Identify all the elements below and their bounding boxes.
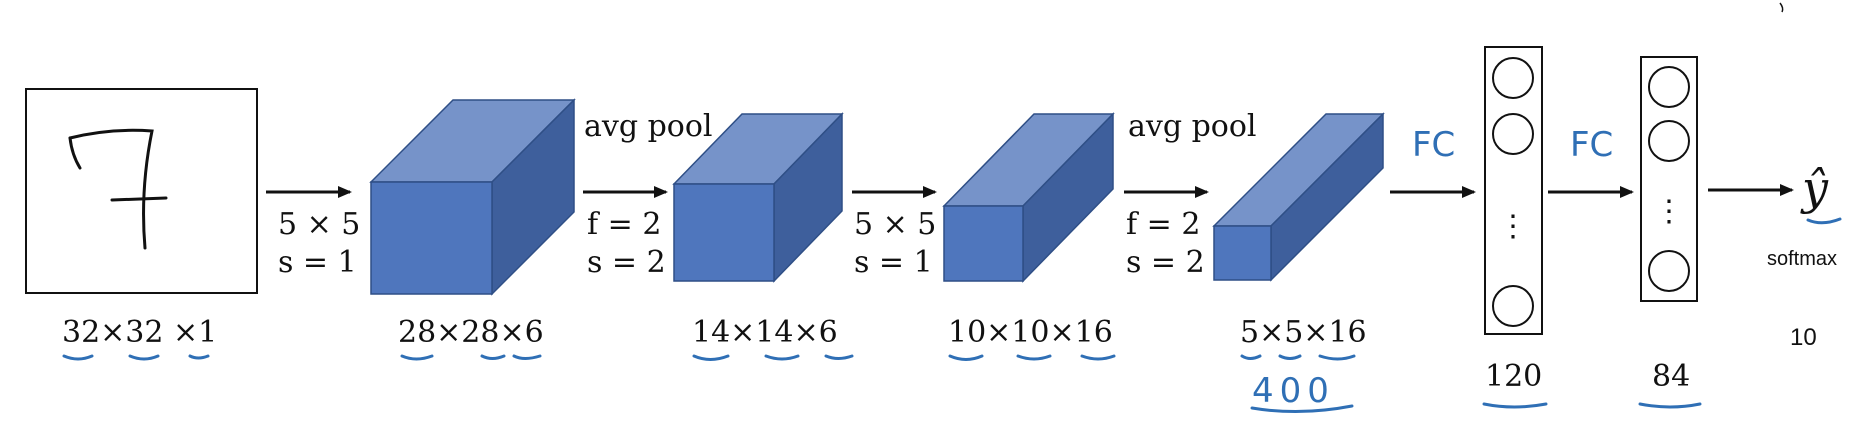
svg-text:FC: FC xyxy=(1570,125,1613,165)
fc1-neuron xyxy=(1492,113,1534,155)
conv1-output: 28×28×6 xyxy=(398,315,544,350)
conv2-stride: s = 1 xyxy=(854,245,933,280)
output-y-hat-underline xyxy=(1806,217,1842,225)
flatten-note: 400 xyxy=(1252,371,1335,411)
fc1-ellipsis: ⋮ xyxy=(1498,209,1528,244)
fc2-neuron xyxy=(1648,250,1690,292)
pool1-filter: f = 2 xyxy=(587,207,661,242)
conv2-kernel: 5 × 5 xyxy=(854,207,936,242)
input-dims-underlines xyxy=(62,354,210,361)
fc2-units-underline xyxy=(1638,402,1702,409)
fc1-neuron xyxy=(1492,285,1534,327)
volume-14x14x6 xyxy=(672,112,844,283)
pool1-label: avg pool xyxy=(584,109,713,144)
fc1-neuron xyxy=(1492,57,1534,99)
fc1-units-underline xyxy=(1482,402,1548,409)
fc1-units: 120 xyxy=(1485,359,1542,394)
fc2-units: 84 xyxy=(1652,359,1690,394)
pool1-stride: s = 2 xyxy=(587,245,666,280)
output-classes: 10 xyxy=(1790,324,1817,351)
conv1-kernel: 5 × 5 xyxy=(278,207,360,242)
conv1-output-underlines xyxy=(400,354,542,361)
flatten-note-underline xyxy=(1250,404,1354,414)
conv2-output: 10×10×16 xyxy=(948,315,1113,350)
pool1-output: 14×14×6 xyxy=(692,315,838,350)
fc1-layer: ⋮ xyxy=(1484,46,1543,335)
fc2-layer: ⋮ xyxy=(1640,56,1698,302)
input-image: 7 xyxy=(25,88,258,294)
corner-mark xyxy=(1779,2,1784,13)
pool2-filter: f = 2 xyxy=(1126,207,1200,242)
output-activation: softmax xyxy=(1767,248,1837,270)
conv2-output-underlines xyxy=(948,354,1116,361)
pool2-output-underlines xyxy=(1240,354,1356,361)
fc2-neuron xyxy=(1648,120,1690,162)
output-y-hat: ŷ xyxy=(1800,161,1829,215)
volume-28x28x6 xyxy=(369,98,576,296)
pool2-stride: s = 2 xyxy=(1126,245,1205,280)
pool1-output-underlines xyxy=(692,354,854,361)
fc2-handwritten-label: FC xyxy=(1570,125,1613,165)
pool2-output: 5×5×16 xyxy=(1240,315,1367,350)
fc2-ellipsis: ⋮ xyxy=(1654,194,1684,229)
svg-text:FC: FC xyxy=(1412,125,1455,165)
conv1-stride: s = 1 xyxy=(278,245,357,280)
fc2-neuron xyxy=(1648,66,1690,108)
input-dims: 32×32 ×1 xyxy=(62,315,217,350)
volume-10x10x16 xyxy=(942,112,1115,283)
fc1-handwritten-label: FC xyxy=(1412,125,1455,165)
volume-5x5x16 xyxy=(1212,112,1385,282)
pool2-label: avg pool xyxy=(1128,109,1257,144)
